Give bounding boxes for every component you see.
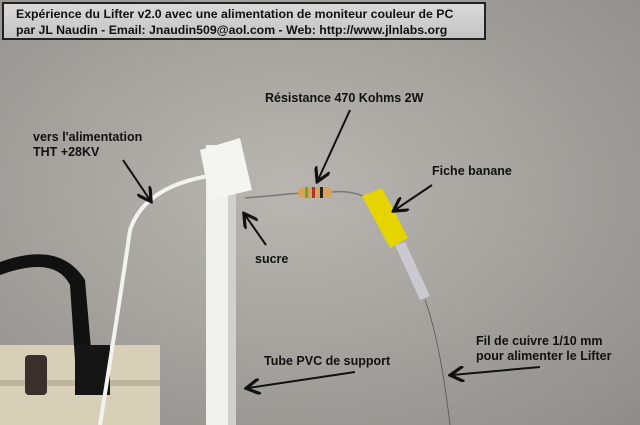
sugar-label: sucre	[255, 252, 289, 266]
tube-label: Tube PVC de support	[264, 354, 391, 368]
supply-arrow	[122, 159, 150, 200]
wire-label-line-2: pour alimenter le Lifter	[476, 349, 612, 363]
supply-label-line-2: THT +28KV	[33, 145, 100, 159]
resistor-label: Résistance 470 Kohms 2W	[265, 91, 424, 105]
wire-label-line-1: Fil de cuivre 1/10 mm	[476, 334, 603, 348]
banana-plug	[362, 188, 408, 248]
title-banner: Expérience du Lifter v2.0 avec une alime…	[2, 2, 486, 40]
banana-plug-sleeve	[395, 242, 430, 300]
sugar-arrow	[245, 215, 267, 246]
resistor-arrow	[318, 109, 351, 180]
plug-arrow	[395, 184, 433, 210]
black-cable	[0, 254, 92, 360]
resistor-lead	[244, 192, 301, 199]
resistor-band	[305, 187, 308, 198]
switch	[25, 355, 47, 395]
sugar-cube	[200, 138, 252, 200]
wire-label: Fil de cuivre 1/10 mm pour alimenter le …	[476, 334, 611, 364]
banner-line-2: par JL Naudin - Email: Jnaudin509@aol.co…	[16, 23, 448, 37]
resistor-band	[312, 187, 315, 198]
copper-wire	[424, 299, 451, 425]
pvc-tube-shade	[228, 145, 236, 425]
supply-label-line-1: vers l'alimentation	[33, 130, 143, 144]
resistor-band	[320, 187, 323, 198]
tube-arrow	[248, 371, 356, 388]
white-cable	[98, 173, 216, 425]
supply-label: vers l'alimentation THT +28KV	[33, 130, 142, 160]
banner-line-1: Expérience du Lifter v2.0 avec une alime…	[16, 7, 454, 21]
wire-arrow	[452, 367, 541, 375]
annotation-arrows	[122, 109, 541, 388]
plug-label: Fiche banane	[432, 164, 512, 178]
